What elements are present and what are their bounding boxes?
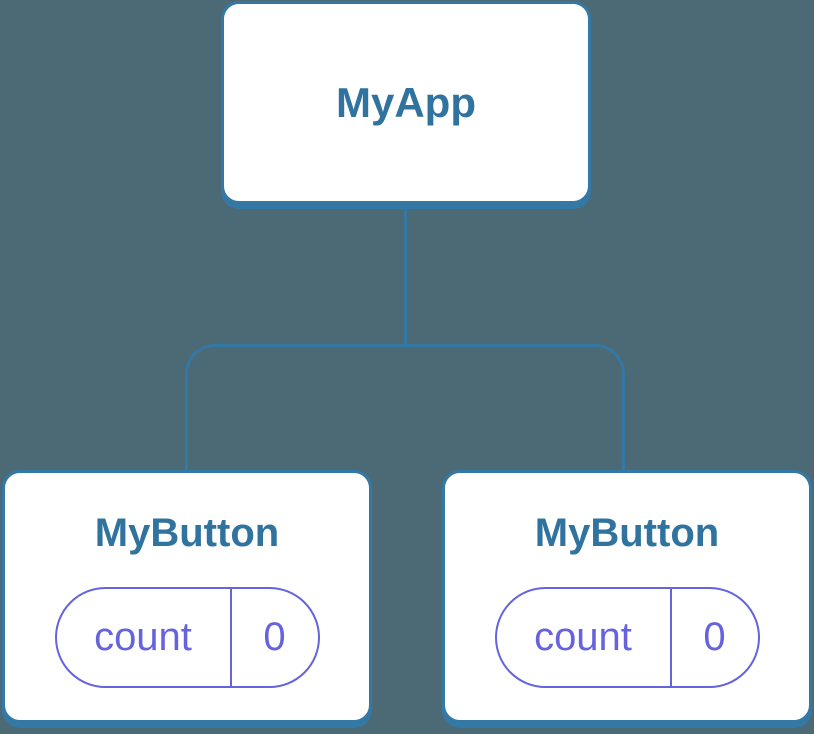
node-myapp: MyApp xyxy=(221,1,591,204)
state-key-label: count xyxy=(94,615,192,659)
connector-bracket xyxy=(185,344,625,470)
state-value: 0 xyxy=(229,589,318,686)
node-mybutton-left: MyButton count 0 xyxy=(2,470,372,723)
node-mybutton-right-label: MyButton xyxy=(534,511,720,555)
node-mybutton-right: MyButton count 0 xyxy=(442,470,812,723)
state-key-label: count xyxy=(534,615,632,659)
node-mybutton-left-label: MyButton xyxy=(94,511,280,555)
state-value: 0 xyxy=(669,589,758,686)
state-pill-right: count 0 xyxy=(494,587,760,688)
node-myapp-label: MyApp xyxy=(336,78,476,126)
connector-stem xyxy=(404,209,407,344)
state-pill-left: count 0 xyxy=(54,587,320,688)
